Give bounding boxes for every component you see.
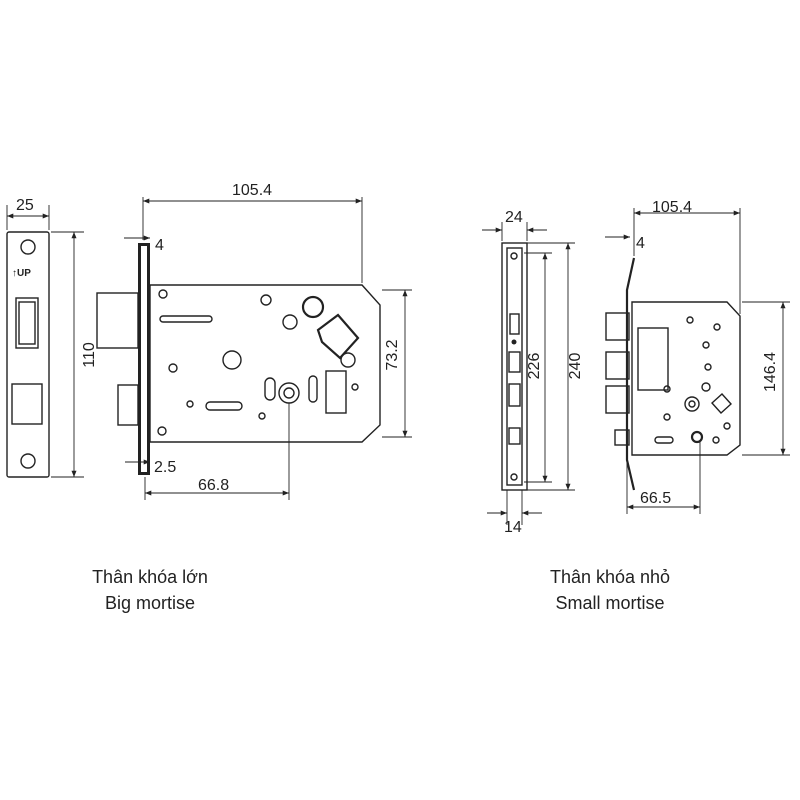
small-body-length-dimension: 105.4	[633, 199, 741, 314]
dim-small-body-length: 105.4	[652, 199, 692, 216]
dim-small-backset: 66.5	[640, 490, 671, 507]
up-mark: ↑UP	[12, 268, 31, 279]
small-mortise-caption-en: Small mortise	[555, 593, 665, 613]
dim-big-faceplate-thickness: 2.5	[154, 459, 176, 476]
big-body-length-dimension: 105.4	[142, 182, 363, 283]
dim-small-body-height: 146.4	[762, 352, 779, 392]
small-faceplate-width-dimension: 24	[482, 209, 547, 241]
dim-small-faceplate-height: 240	[567, 353, 584, 380]
big-backset-dimension: 66.8	[145, 403, 290, 500]
small-mortise-caption-vi: Thân khóa nhỏ	[549, 567, 671, 587]
small-faceplate-height-dimension: 240	[527, 242, 584, 491]
dim-big-faceplate-height: 110	[81, 342, 98, 368]
big-faceplate-thickness-dimension: 2.5	[125, 459, 176, 500]
small-mortise-caption: Thân khóa nhỏ Small mortise	[495, 564, 725, 616]
dim-small-front-thickness: 4	[636, 235, 645, 252]
dim-big-body-height: 73.2	[384, 339, 401, 370]
big-mortise-caption-en: Big mortise	[104, 593, 196, 613]
small-inner-height-dimension: 226	[524, 252, 552, 483]
dim-big-faceplate-width: 25	[16, 197, 34, 214]
dim-big-body-length: 105.4	[232, 182, 272, 199]
small-front-thickness-dimension: 4	[605, 234, 645, 252]
big-mortise-side-view	[96, 243, 381, 475]
dim-big-backset: 66.8	[198, 477, 229, 494]
small-body-height-dimension: 146.4	[742, 301, 790, 456]
small-backset-dimension: 66.5	[626, 442, 701, 514]
dim-small-faceplate-inner-width: 14	[504, 519, 522, 536]
dim-small-faceplate-width: 24	[505, 209, 523, 226]
big-front-thickness-dimension: 4	[124, 235, 164, 254]
small-faceplate-inner-width-dimension: 14	[487, 490, 542, 536]
big-body-height-dimension: 73.2	[382, 289, 412, 438]
small-mortise-faceplate-view	[501, 242, 528, 491]
dim-small-inner-height: 226	[526, 353, 543, 380]
big-faceplate-height-dimension: 110	[51, 231, 98, 478]
big-mortise-caption: Thân khóa lớn Big mortise	[40, 564, 260, 616]
big-mortise-faceplate-view: ↑UP	[6, 231, 50, 478]
small-mortise-side-view	[605, 257, 741, 491]
big-faceplate-width-dimension: 25	[6, 197, 50, 230]
big-mortise-caption-vi: Thân khóa lớn	[92, 567, 208, 587]
dim-big-front-thickness: 4	[155, 237, 164, 254]
